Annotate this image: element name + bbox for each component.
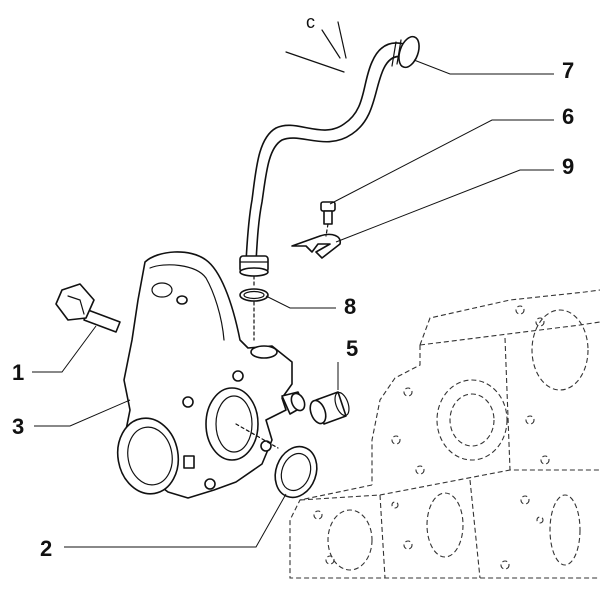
gasket-part-2 [274, 445, 318, 499]
plug-part-5 [309, 391, 350, 425]
bolt-part-6 [320, 201, 336, 225]
o-ring-part-8 [239, 288, 269, 302]
callout-2: 2 [40, 536, 52, 561]
clip-mark-c: c [306, 12, 315, 32]
engine-block-outline [289, 289, 600, 579]
leader-line-8 [265, 295, 336, 309]
callout-3: 3 [12, 414, 24, 439]
callout-8: 8 [344, 294, 356, 319]
assembly-center-lines [235, 223, 329, 449]
hose-pipe-part-7: c [239, 12, 420, 277]
bolt-part-1 [55, 283, 121, 333]
leader-line-3 [34, 399, 131, 427]
leader-line-9 [335, 169, 554, 243]
callout-6: 6 [562, 104, 574, 129]
leader-line-1 [32, 325, 97, 373]
fork-bracket-part-9 [291, 233, 342, 259]
callout-9: 9 [562, 154, 574, 179]
callout-7: 7 [562, 58, 574, 83]
leader-line-2 [64, 493, 287, 548]
leader-line-7 [413, 59, 554, 75]
callout-1: 1 [12, 360, 24, 385]
leader-line-6 [329, 119, 554, 205]
callout-5: 5 [346, 336, 358, 361]
housing-part-3 [116, 251, 306, 499]
leader-lines [32, 59, 554, 548]
